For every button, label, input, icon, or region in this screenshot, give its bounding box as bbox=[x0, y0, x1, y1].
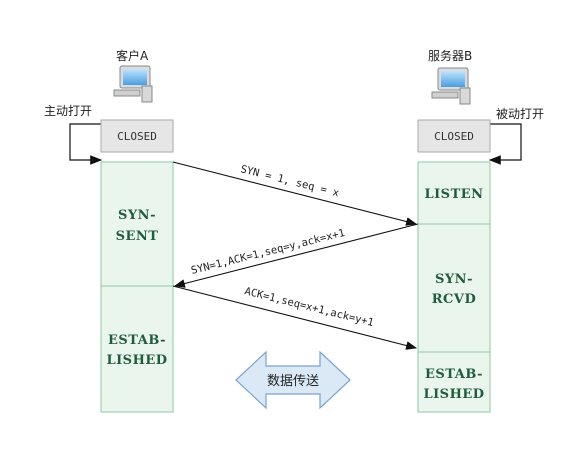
server-closed-box bbox=[417, 119, 491, 153]
client-closed-label: CLOSED bbox=[117, 130, 157, 143]
ack-message-label: ACK=1,seq=x+1,ack=y+1 bbox=[243, 285, 375, 329]
client-computer-icon bbox=[113, 65, 153, 103]
ack-arrow bbox=[172, 285, 418, 350]
server-state-syn-rcvd-line2: RCVD bbox=[432, 292, 477, 307]
passive-open-label: 被动打开 bbox=[496, 107, 544, 121]
data-transfer-label: 数据传送 bbox=[267, 374, 319, 389]
server-closed-label: CLOSED bbox=[434, 130, 474, 143]
active-open-label: 主动打开 bbox=[44, 104, 92, 118]
syn-arrow bbox=[172, 161, 418, 226]
client-state-syn-sent-line2: SENT bbox=[116, 229, 159, 244]
passive-open-arrow bbox=[488, 123, 522, 165]
server-label: 服务器B bbox=[428, 48, 472, 63]
server-state-listen: LISTEN bbox=[424, 187, 483, 202]
client-state-established-line2: LISHED bbox=[106, 353, 167, 368]
client-closed-box bbox=[100, 119, 174, 153]
server-state-established-line1: ESTAB- bbox=[425, 367, 483, 382]
client-state-column bbox=[100, 161, 174, 413]
client-state-established-line1: ESTAB- bbox=[108, 333, 166, 348]
server-state-established-line2: LISHED bbox=[423, 387, 484, 402]
client-label: 客户A bbox=[116, 48, 149, 63]
syn-ack-message-label: SYN=1,ACK=1,seq=y,ack=x+1 bbox=[190, 227, 346, 277]
active-open-arrow bbox=[69, 123, 103, 165]
server-state-syn-rcvd-line1: SYN- bbox=[435, 272, 473, 287]
client-state-syn-sent-line1: SYN- bbox=[118, 208, 156, 223]
server-computer-icon bbox=[431, 67, 471, 105]
syn-message-label: SYN = 1, seq = x bbox=[239, 163, 340, 199]
syn-ack-arrow bbox=[173, 223, 419, 288]
data-transfer-double-arrow bbox=[235, 350, 351, 410]
server-state-column bbox=[417, 161, 491, 413]
